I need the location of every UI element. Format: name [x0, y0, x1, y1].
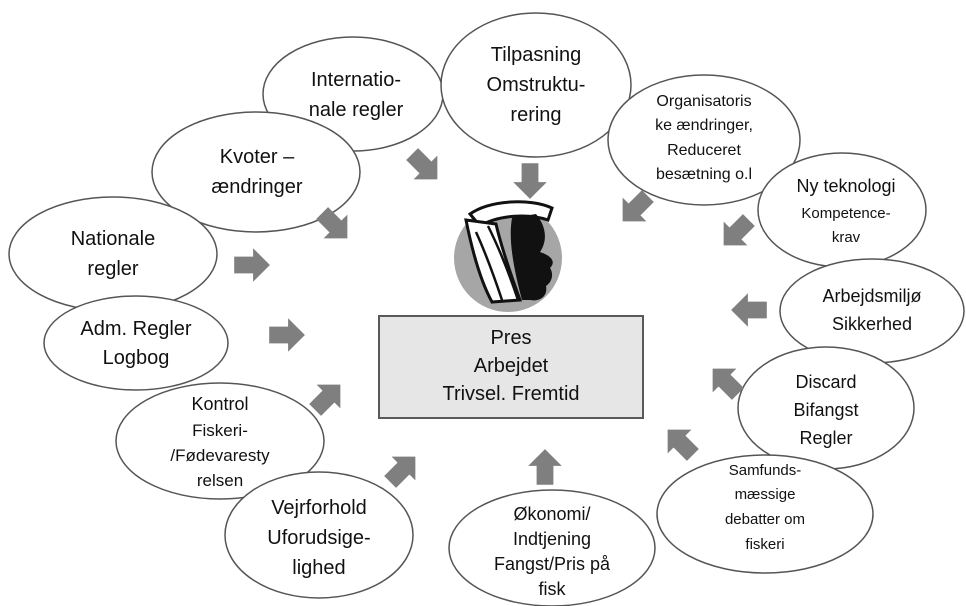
- center-line-1: Pres: [490, 327, 531, 349]
- oval-okonomi-line-3: Fangst/Pris på: [494, 554, 611, 574]
- oval-kontrol: Kontrol Fiskeri- /Fødevaresty relsen: [115, 382, 325, 500]
- oval-vejrforhold-line-1: Vejrforhold: [271, 497, 367, 519]
- arrow-from-internationale: [406, 148, 438, 180]
- oval-discard-line-3: Regler: [799, 428, 852, 448]
- oval-ny-teknologi: Ny teknologi Kompetence- krav: [757, 152, 927, 268]
- arrow-from-ny-teknologi: [723, 214, 755, 246]
- oval-ny-teknologi-line-2: Kompetence-: [801, 205, 890, 222]
- oval-kvoter: Kvoter – ændringer: [151, 111, 361, 233]
- arrow-from-organisatoriske: [622, 190, 654, 222]
- oval-tilpasning-line-3: rering: [510, 104, 561, 126]
- oval-tilpasning: Tilpasning Omstruktu- rering: [440, 12, 632, 158]
- oval-arbejdsmiljo: Arbejdsmiljø Sikkerhed: [779, 258, 965, 364]
- oval-arbejdsmiljo-line-1: Arbejdsmiljø: [822, 286, 921, 306]
- oval-discard: Discard Bifangst Regler: [737, 346, 915, 470]
- oval-samfund-line-2: mæssige: [735, 486, 796, 503]
- oval-organisatoriske-line-1: Organisatoris: [656, 93, 751, 110]
- arrow-from-kontrol: [309, 384, 341, 416]
- oval-internationale-line-2: nale regler: [309, 99, 404, 121]
- oval-adm-regler-line-1: Adm. Regler: [80, 318, 191, 340]
- arrow-from-okonomi: [528, 449, 562, 485]
- oval-internationale-line-1: Internatio-: [311, 69, 401, 91]
- oval-kontrol-line-4: relsen: [197, 471, 243, 490]
- arrow-from-kvoter: [316, 207, 348, 239]
- oval-organisatoriske-line-3: Reduceret: [667, 142, 741, 159]
- center-line-3: Trivsel. Fremtid: [442, 383, 579, 405]
- oval-samfund: Samfunds- mæssige debatter om fiskeri: [656, 454, 874, 574]
- oval-kontrol-line-3: /Fødevaresty: [170, 446, 270, 465]
- fisherman-head-icon: [454, 200, 562, 312]
- oval-samfund-line-4: fiskeri: [745, 536, 784, 553]
- oval-ny-teknologi-line-1: Ny teknologi: [796, 176, 895, 196]
- oval-adm-regler-line-2: Logbog: [103, 347, 170, 369]
- oval-discard-line-1: Discard: [795, 372, 856, 392]
- arrow-from-samfund: [667, 429, 699, 461]
- oval-kvoter-line-1: Kvoter –: [220, 146, 295, 168]
- arrow-from-vejrforhold: [384, 456, 416, 488]
- arrow-from-discard: [712, 368, 744, 400]
- oval-nationale: Nationale regler: [8, 196, 218, 312]
- oval-okonomi-line-4: fisk: [539, 579, 567, 599]
- center-line-2: Arbejdet: [474, 355, 549, 377]
- oval-arbejdsmiljo-line-2: Sikkerhed: [832, 314, 912, 334]
- oval-kontrol-line-1: Kontrol: [191, 394, 248, 414]
- oval-vejrforhold-line-2: Uforudsige-: [267, 527, 370, 549]
- oval-okonomi-line-1: Økonomi/: [513, 504, 590, 524]
- oval-samfund-line-3: debatter om: [725, 511, 805, 528]
- arrow-from-tilpasning: [513, 163, 547, 199]
- oval-ny-teknologi-line-3: krav: [832, 229, 861, 246]
- oval-nationale-line-2: regler: [87, 258, 138, 280]
- oval-samfund-line-1: Samfunds-: [729, 462, 802, 479]
- oval-tilpasning-line-1: Tilpasning: [491, 44, 581, 66]
- oval-tilpasning-line-2: Omstruktu-: [487, 74, 586, 96]
- oval-kontrol-line-2: Fiskeri-: [192, 421, 248, 440]
- oval-adm-regler: Adm. Regler Logbog: [43, 295, 229, 391]
- oval-okonomi: Økonomi/ Indtjening Fangst/Pris på fisk: [448, 489, 656, 606]
- oval-kvoter-line-2: ændringer: [211, 176, 303, 198]
- oval-organisatoriske-line-2: ke ændringer,: [655, 117, 753, 134]
- center-box: Pres Arbejdet Trivsel. Fremtid: [378, 315, 644, 419]
- oval-okonomi-line-2: Indtjening: [513, 529, 591, 549]
- oval-vejrforhold: Vejrforhold Uforudsige- lighed: [224, 471, 414, 599]
- oval-organisatoriske: Organisatoris ke ændringer, Reduceret be…: [607, 74, 801, 206]
- arrow-from-adm-regler: [269, 318, 305, 352]
- oval-nationale-line-1: Nationale: [71, 228, 156, 250]
- arrow-from-arbejdsmiljo: [731, 293, 767, 327]
- arrow-from-nationale: [234, 248, 270, 282]
- oval-vejrforhold-line-3: lighed: [292, 557, 345, 579]
- oval-discard-line-2: Bifangst: [793, 400, 858, 420]
- oval-organisatoriske-line-4: besætning o.l: [656, 166, 752, 183]
